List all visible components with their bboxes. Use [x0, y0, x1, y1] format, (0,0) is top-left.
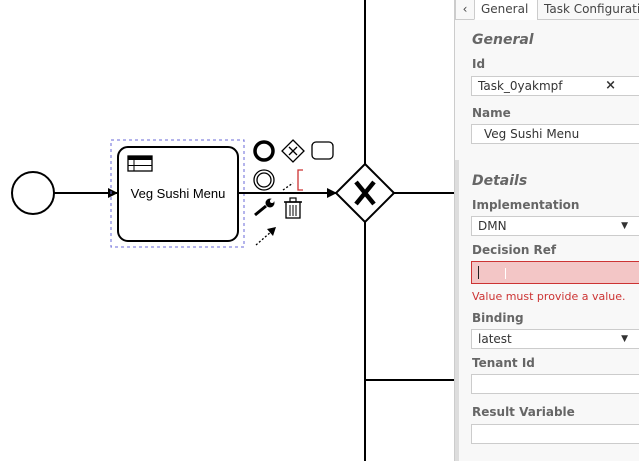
trash-icon[interactable] [284, 197, 302, 219]
properties-panel: ‹ General Task Configuration General Id … [454, 0, 639, 461]
text-annotation-icon[interactable] [282, 169, 303, 191]
tab-task-configuration[interactable]: Task Configuration [537, 0, 639, 20]
decision-table-icon [127, 155, 153, 172]
details-section: Details Implementation DMN ▼ Decision Re… [455, 160, 639, 461]
name-field[interactable]: Veg Sushi Menu [471, 124, 639, 144]
id-label: Id [472, 57, 486, 71]
end-event-icon[interactable] [253, 140, 275, 162]
tenant-id-label: Tenant Id [472, 356, 535, 370]
binding-select[interactable]: latest ▼ [471, 329, 639, 349]
collapse-panel-toggle[interactable]: ‹ [455, 0, 474, 20]
id-field[interactable]: Task_0yakmpf × [471, 76, 639, 96]
tab-general[interactable]: General [474, 0, 537, 20]
gateway-x-marker [354, 180, 376, 206]
decision-ref-label: Decision Ref [472, 243, 557, 257]
result-variable-input[interactable] [471, 424, 639, 444]
section-divider [455, 160, 459, 461]
details-title: Details [472, 173, 528, 189]
general-section: General Id Task_0yakmpf × Name Veg Sushi… [455, 20, 639, 160]
decision-ref-input[interactable] [471, 261, 639, 284]
binding-value: latest [478, 332, 512, 346]
start-event[interactable] [11, 171, 55, 215]
chevron-down-icon: ▼ [621, 221, 628, 231]
task-label: Veg Sushi Menu [131, 186, 226, 201]
general-title: General [472, 32, 534, 48]
panel-tabs: ‹ General Task Configuration [455, 0, 639, 20]
id-value: Task_0yakmpf [478, 79, 563, 93]
clear-id-button[interactable]: × [605, 78, 616, 93]
wrench-icon[interactable] [254, 198, 275, 217]
result-variable-label: Result Variable [472, 405, 575, 419]
task-icon[interactable] [311, 141, 334, 160]
context-pad [253, 139, 334, 246]
bpmn-diagram[interactable]: Veg Sushi Menu [0, 0, 455, 461]
implementation-value: DMN [478, 219, 507, 233]
implementation-select[interactable]: DMN ▼ [471, 216, 639, 236]
i-beam-cursor-icon [505, 268, 506, 279]
intermediate-event-icon[interactable] [253, 169, 275, 191]
connect-arrow-icon[interactable] [255, 227, 276, 246]
implementation-label: Implementation [472, 198, 580, 212]
business-rule-task[interactable]: Veg Sushi Menu [117, 146, 239, 242]
binding-label: Binding [472, 311, 524, 325]
exclusive-gateway[interactable] [334, 162, 396, 224]
name-label: Name [472, 106, 511, 120]
text-cursor [478, 266, 479, 279]
decision-ref-error: Value must provide a value. [472, 290, 626, 303]
tenant-id-input[interactable] [471, 374, 639, 394]
diagram-canvas[interactable]: Veg Sushi Menu [0, 0, 455, 461]
chevron-down-icon: ▼ [621, 334, 628, 344]
exclusive-gateway-icon[interactable] [281, 139, 305, 163]
